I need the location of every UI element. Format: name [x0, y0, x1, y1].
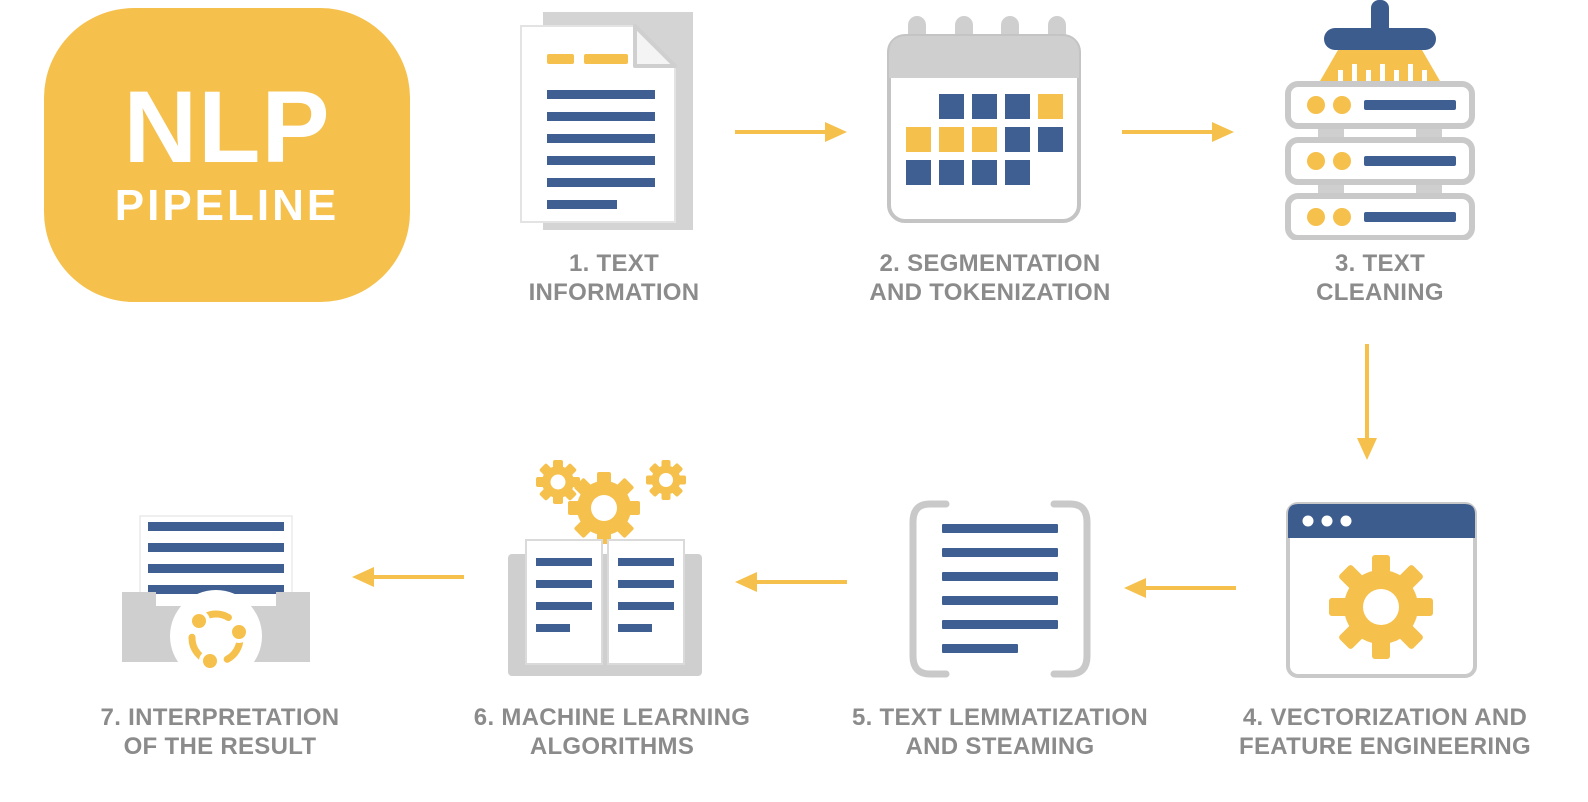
flow-arrow-3-4	[1357, 344, 1377, 460]
flow-arrow-1-2	[735, 122, 847, 142]
step-label-7: 7. INTERPRETATION OF THE RESULT	[100, 704, 340, 760]
badge-subtitle: PIPELINE	[114, 181, 340, 231]
document-icon	[520, 12, 693, 230]
calendar-tokens-icon	[887, 16, 1081, 223]
book-gears-icon	[508, 460, 702, 676]
step-label-5: 5. TEXT LEMMATIZATION AND STEAMING	[851, 704, 1149, 760]
tray-share-icon	[122, 515, 310, 682]
nlp-pipeline-badge: NLP PIPELINE	[44, 8, 410, 302]
flow-arrow-4-5	[1124, 578, 1236, 598]
step-label-2: 2. SEGMENTATION AND TOKENIZATION	[869, 250, 1111, 306]
step-label-1: 1. TEXT INFORMATION	[528, 250, 700, 306]
badge-title: NLP	[123, 69, 331, 184]
step-label-3: 3. TEXT CLEANING	[1316, 250, 1444, 306]
step-label-6: 6. MACHINE LEARNING ALGORITHMS	[473, 704, 751, 760]
step-label-4: 4. VECTORIZATION AND FEATURE ENGINEERING	[1239, 704, 1531, 760]
browser-gear-icon	[1286, 502, 1477, 678]
flow-arrow-5-6	[735, 572, 847, 592]
bracketed-text-icon	[909, 500, 1091, 678]
flow-arrow-2-3	[1122, 122, 1234, 142]
server-cleaning-icon	[1285, 0, 1475, 240]
flow-arrow-6-7	[352, 567, 464, 587]
